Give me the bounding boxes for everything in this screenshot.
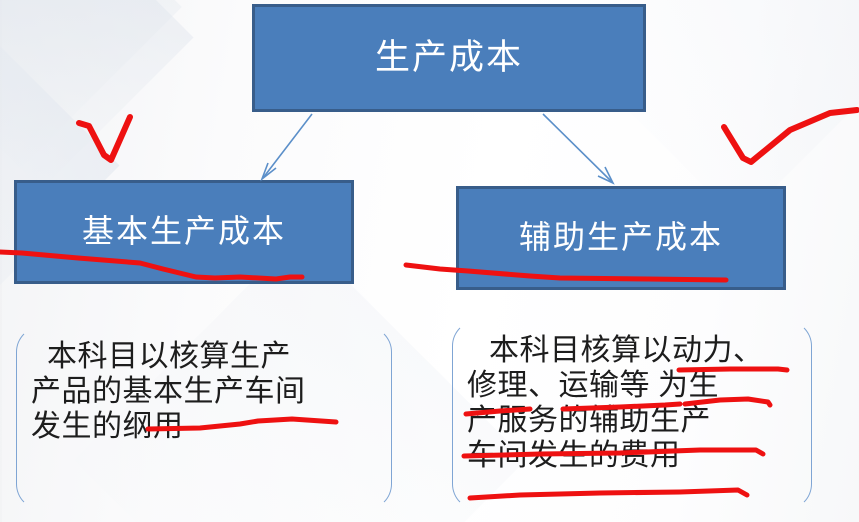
red-check-right: [721, 107, 859, 165]
node-auxiliary-production-cost: 辅助生产成本: [456, 186, 786, 290]
callout-left-line: 发生的纲用: [31, 410, 184, 444]
node-basic-production-cost-label: 基本生产成本: [81, 213, 286, 250]
arrow-root-to-right: [542, 113, 615, 185]
node-basic-production-cost: 基本生产成本: [14, 180, 354, 284]
callout-right-line: 本科目核算以动力、: [489, 334, 764, 367]
callout-left-line: 产品的基本生产车间: [31, 375, 306, 409]
callout-left-line: 本科目以核算生产: [47, 340, 291, 373]
arrow-root-to-left: [260, 113, 313, 182]
red-check-left: [76, 114, 133, 163]
background-facet-shape: [0, 0, 182, 184]
node-production-cost: 生产成本: [252, 4, 646, 112]
callout-right-line: 产服务的辅助生产: [467, 404, 711, 438]
callout-basic-production-cost: 本科目以核算生产 产品的基本生产车间 发生的纲用: [16, 326, 392, 510]
callout-auxiliary-production-cost: 本科目核算以动力、 修理、运输等 为生 产服务的辅助生产 车间发生的费用: [452, 320, 812, 510]
node-auxiliary-production-cost-label: 辅助生产成本: [518, 219, 723, 256]
callout-right-line: 车间发生的费用: [467, 439, 681, 473]
node-production-cost-label: 生产成本: [374, 37, 523, 77]
callout-right-line: 修理、运输等 为生: [467, 369, 719, 403]
background-facet-shape: [0, 0, 194, 190]
